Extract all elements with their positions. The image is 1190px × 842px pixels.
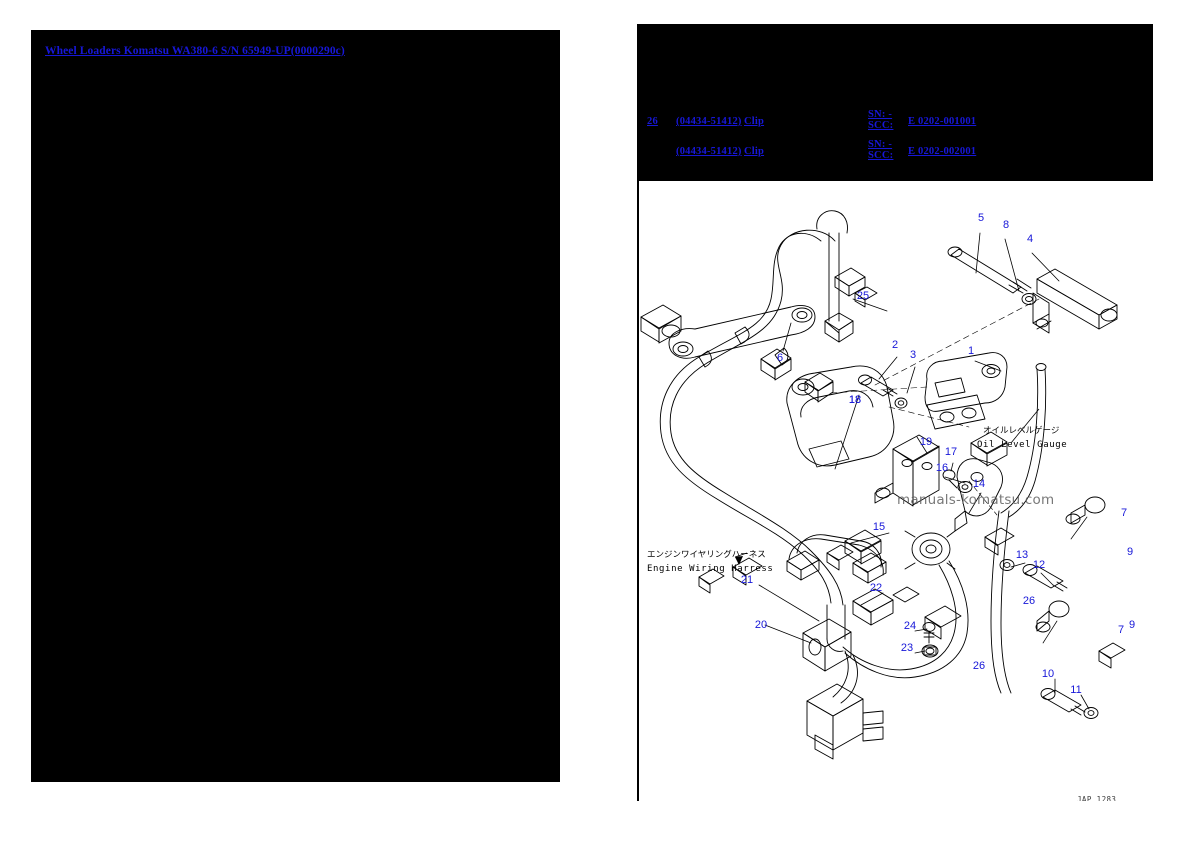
annotation-engine-wiring-harness: エンジンワイヤリングハーネス Engine Wiring Harress <box>647 549 773 574</box>
callout-number[interactable]: 13 <box>1016 549 1028 561</box>
part-description[interactable]: Clip <box>744 146 765 157</box>
serial-number-line: SN: - <box>868 139 893 150</box>
callout-number[interactable]: 5 <box>978 212 984 224</box>
model-code[interactable]: E 0202-002001 <box>908 146 977 157</box>
callout-number[interactable]: 26 <box>1023 595 1035 607</box>
callout-number[interactable]: 23 <box>901 642 913 654</box>
callout-number[interactable]: 12 <box>1033 559 1045 571</box>
right-content-panel: 26 (04434-51412) Clip SN: - SCC: E 0202-… <box>637 24 1153 801</box>
callout-number[interactable]: 7 <box>1118 624 1124 636</box>
part-number[interactable]: (04434-51412) <box>676 146 742 157</box>
serial-range[interactable]: SN: - SCC: <box>868 109 893 131</box>
parts-table: 26 (04434-51412) Clip SN: - SCC: E 0202-… <box>639 24 1153 181</box>
item-number[interactable]: 26 <box>647 116 658 127</box>
diagram-svg: エンジンワイヤリングハーネス Engine Wiring Harress オイル… <box>640 210 1135 760</box>
part-description[interactable]: Clip <box>744 116 765 127</box>
table-row[interactable]: (04434-51412) Clip SN: - SCC: E 0202-002… <box>639 139 1153 170</box>
callout-number[interactable]: 4 <box>1027 233 1033 245</box>
callout-number[interactable]: 11 <box>1070 684 1081 696</box>
parts-diagram: エンジンワイヤリングハーネス Engine Wiring Harress オイル… <box>639 181 1153 801</box>
callout-number[interactable]: 10 <box>1042 668 1054 680</box>
document-title-link[interactable]: Wheel Loaders Komatsu WA380-6 S/N 65949-… <box>45 45 345 57</box>
callout-number[interactable]: 21 <box>741 574 753 586</box>
left-content-panel: Wheel Loaders Komatsu WA380-6 S/N 65949-… <box>31 30 560 782</box>
sheet-code: JAP 1283 <box>1077 795 1117 801</box>
callout-number[interactable]: 16 <box>936 462 948 474</box>
table-row[interactable]: 26 (04434-51412) Clip SN: - SCC: E 0202-… <box>639 109 1153 140</box>
callout-number[interactable]: 3 <box>910 349 916 361</box>
annotation-oil-level-gauge: オイルレベルゲージ Oil Level Gauge <box>977 408 1067 450</box>
scc-line: SCC: <box>868 150 894 161</box>
callout-number[interactable]: 15 <box>873 521 885 533</box>
callout-number[interactable]: 9 <box>1127 546 1133 558</box>
callout-layer: 1234567891011121314151617181920212223242… <box>741 212 1135 696</box>
callout-number[interactable]: 26 <box>973 660 985 672</box>
callout-number[interactable]: 18 <box>849 394 861 406</box>
callout-number[interactable]: 6 <box>777 352 783 364</box>
diagram-geometry <box>640 210 1126 760</box>
annotation-en-text: Oil Level Gauge <box>977 440 1067 450</box>
serial-range[interactable]: SN: - SCC: <box>868 139 893 161</box>
annotation-jp-text: オイルレベルゲージ <box>983 425 1059 436</box>
callout-number[interactable]: 18 <box>849 394 861 406</box>
callout-number[interactable]: 14 <box>973 478 985 490</box>
callout-number[interactable]: 17 <box>945 446 957 458</box>
scc-line: SCC: <box>868 120 894 131</box>
callout-number[interactable]: 9 <box>1129 619 1135 631</box>
callout-number[interactable]: 19 <box>920 436 932 448</box>
annotation-en-text: Engine Wiring Harress <box>647 564 773 574</box>
model-code[interactable]: E 0202-001001 <box>908 116 977 127</box>
callout-number[interactable]: 24 <box>904 620 916 632</box>
annotation-jp-text: エンジンワイヤリングハーネス <box>647 549 766 560</box>
callout-number[interactable]: 7 <box>1121 507 1127 519</box>
callout-number[interactable]: 2 <box>892 339 898 351</box>
part-number[interactable]: (04434-51412) <box>676 116 742 127</box>
callout-number[interactable]: 1 <box>968 345 974 357</box>
callout-number[interactable]: 22 <box>870 582 882 594</box>
callout-number[interactable]: 25 <box>857 290 869 302</box>
callout-number[interactable]: 20 <box>755 619 767 631</box>
serial-number-line: SN: - <box>868 109 893 120</box>
callout-number[interactable]: 8 <box>1003 219 1009 231</box>
